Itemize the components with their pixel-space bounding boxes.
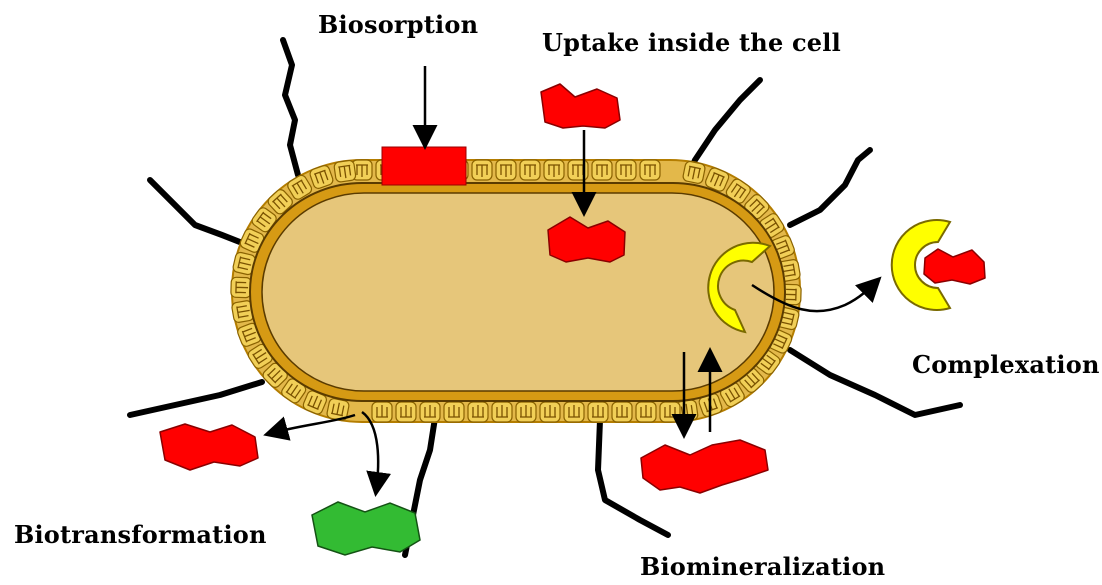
wall-unit (372, 402, 392, 422)
wall-unit (660, 402, 680, 422)
flagellum-bottom-left (130, 382, 262, 415)
wall-unit (496, 160, 516, 180)
wall-unit (468, 402, 488, 422)
wall-unit (396, 402, 416, 422)
wall-unit (682, 161, 706, 185)
wall-unit (640, 160, 660, 180)
label-biosorption: Biosorption (318, 10, 478, 39)
label-biomineralization: Biomineralization (640, 552, 885, 581)
wall-unit (472, 160, 492, 180)
red-metal-biotransformation (160, 424, 258, 470)
wall-unit (636, 402, 656, 422)
wall-unit (588, 402, 608, 422)
green-metal (312, 502, 420, 555)
red-metal-uptake-outside (541, 84, 620, 128)
arrow-biotransformation-left (268, 415, 355, 434)
wall-unit (544, 160, 564, 180)
red-metal-complexed (924, 249, 985, 284)
wall-unit (420, 402, 440, 422)
wall-unit (444, 402, 464, 422)
wall-unit (564, 402, 584, 422)
arrow-biotransformation-down (362, 412, 378, 492)
wall-unit (492, 402, 512, 422)
red-metal-biomineralization (641, 440, 768, 493)
wall-unit (516, 402, 536, 422)
wall-unit (520, 160, 540, 180)
flagellum-top-left (283, 40, 298, 175)
wall-unit (592, 160, 612, 180)
biosorbed-metal (382, 147, 466, 185)
flagellum-left (150, 180, 255, 248)
wall-unit (334, 160, 357, 183)
wall-unit (231, 277, 252, 298)
wall-unit (616, 160, 636, 180)
label-biotransformation: Biotransformation (14, 520, 267, 549)
label-uptake: Uptake inside the cell (542, 28, 841, 57)
wall-unit (540, 402, 560, 422)
label-complexation: Complexation (912, 350, 1100, 379)
wall-unit (612, 402, 632, 422)
flagellum-top-right-2 (790, 150, 870, 225)
cell-cytoplasm (262, 193, 774, 391)
